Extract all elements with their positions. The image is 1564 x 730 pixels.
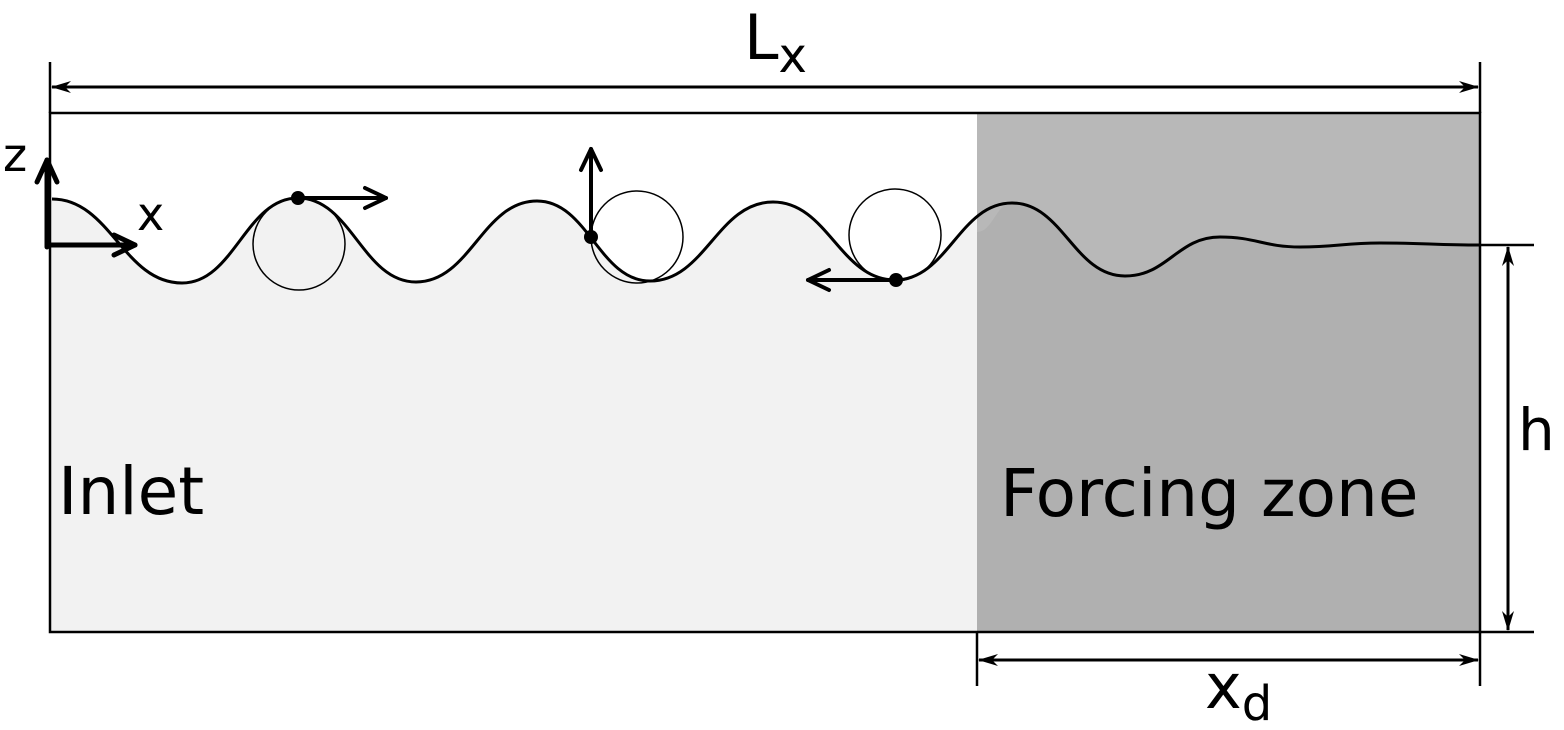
velocity-arrow [806,268,898,292]
height-label: h [1518,396,1555,464]
velocity-arrow [296,186,388,210]
tank-outline [48,111,1482,634]
inlet-label: Inlet [58,453,204,530]
air-region [50,114,977,283]
fluid-region [50,113,977,632]
length-sub: x [779,28,807,84]
axis-x-arrow [44,232,138,258]
length-main: L [744,1,779,74]
damping-length-label: xd [1205,650,1272,730]
axis-z-arrow [34,157,60,250]
axis-z-label: z [3,128,27,182]
damping-sub: d [1242,676,1272,730]
length-label: Lx [744,1,807,84]
forcing-zone-label: Forcing zone [1000,455,1418,532]
velocity-arrow [579,147,603,239]
damping-main: x [1205,650,1242,723]
forcing-zone-water [977,203,1480,632]
axis-x-label: x [137,187,164,241]
